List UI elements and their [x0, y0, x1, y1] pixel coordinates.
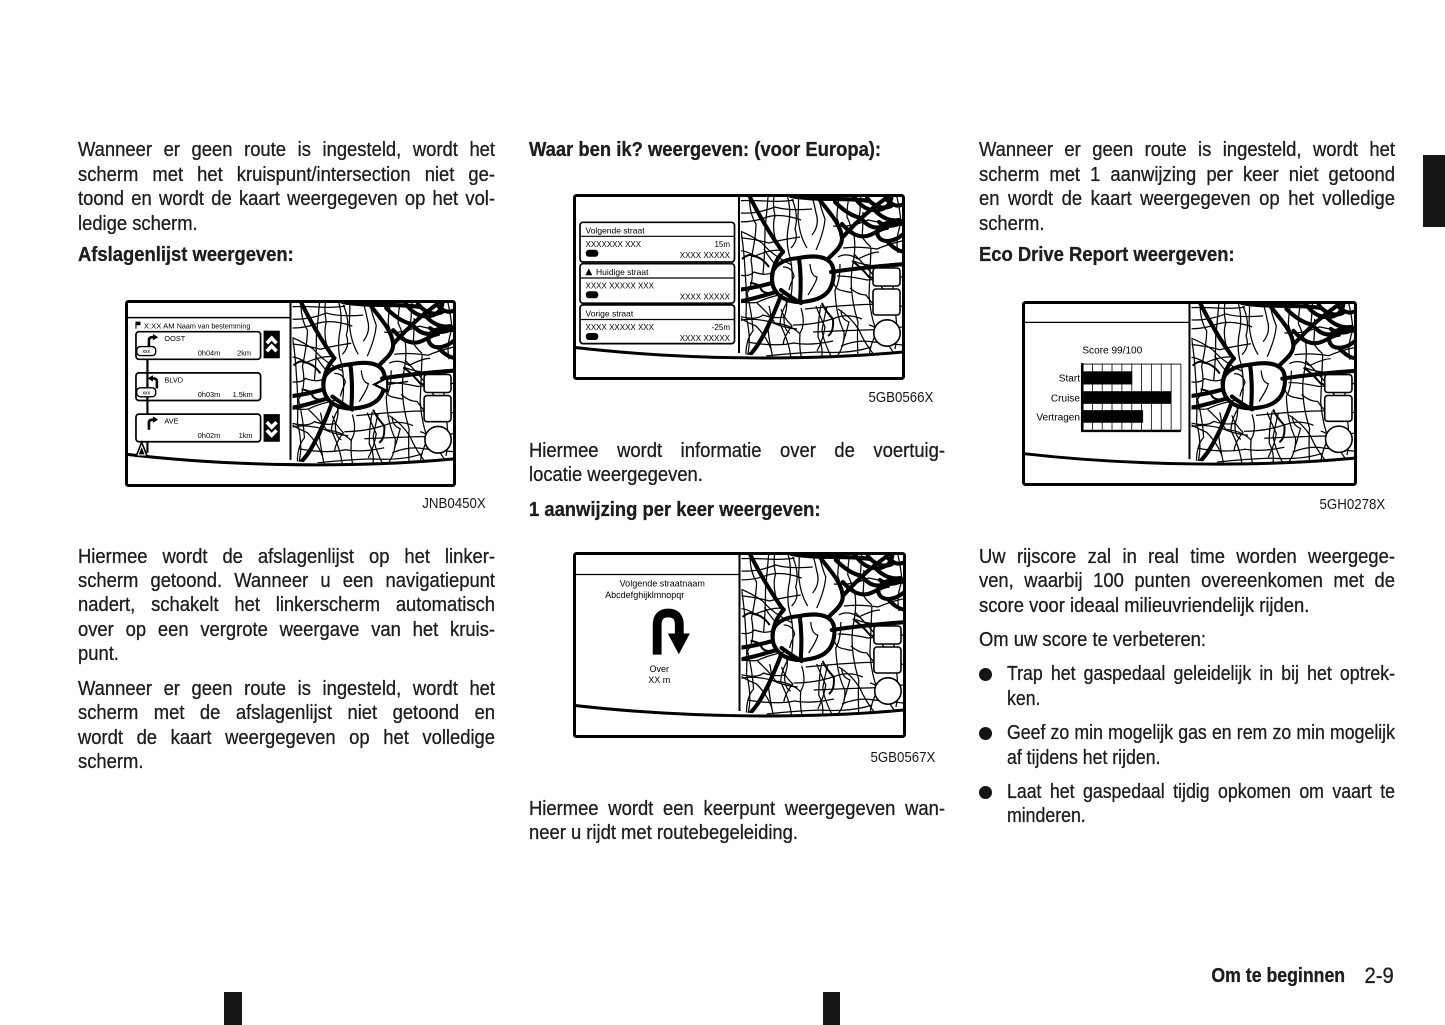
svg-text:xxx: xxx [142, 349, 150, 355]
svg-text:Vorige straat: Vorige straat [586, 309, 634, 319]
svg-text:1.5km: 1.5km [232, 390, 252, 399]
svg-text:Volgende straatnaam: Volgende straatnaam [620, 578, 705, 588]
svg-text:Huidige straat: Huidige straat [596, 267, 649, 277]
svg-text:xxx: xxx [142, 390, 150, 396]
svg-text:Cruise: Cruise [1051, 393, 1081, 404]
svg-text:-25m: -25m [712, 323, 731, 332]
svg-text:X:XX AM Naam van bestemming: X:XX AM Naam van bestemming [143, 321, 249, 330]
svg-text:Start: Start [1059, 374, 1080, 385]
svg-text:XXXX XXXXX XXX: XXXX XXXXX XXX [586, 282, 655, 291]
svg-text:AVE: AVE [164, 417, 178, 426]
svg-text:0h04m: 0h04m [197, 349, 220, 358]
svg-text:Score 99/100: Score 99/100 [1082, 345, 1142, 356]
svg-text:BLVD: BLVD [164, 375, 183, 384]
svg-text:Abcdefghijklmnopqr: Abcdefghijklmnopqr [605, 590, 684, 600]
svg-text:2km: 2km [237, 349, 251, 358]
svg-text:Volgende straat: Volgende straat [586, 226, 646, 236]
svg-text:XX m: XX m [648, 675, 670, 685]
svg-text:0h03m: 0h03m [197, 390, 220, 399]
svg-text:15m: 15m [714, 240, 730, 249]
svg-text:XXXX XXXXX: XXXX XXXXX [680, 251, 731, 260]
svg-text:XXXXXXX XXX: XXXXXXX XXX [586, 240, 642, 249]
svg-text:1km: 1km [238, 431, 252, 440]
svg-text:XXXX XXXXX: XXXX XXXXX [680, 293, 731, 302]
svg-text:0h02m: 0h02m [197, 431, 220, 440]
svg-text:Over: Over [649, 664, 669, 674]
svg-text:OOST: OOST [164, 334, 185, 343]
svg-text:XXXX XXXXX: XXXX XXXXX [680, 334, 731, 343]
svg-text:XXXX XXXXX XXX: XXXX XXXXX XXX [586, 323, 655, 332]
svg-text:Vertragen: Vertragen [1036, 412, 1080, 423]
